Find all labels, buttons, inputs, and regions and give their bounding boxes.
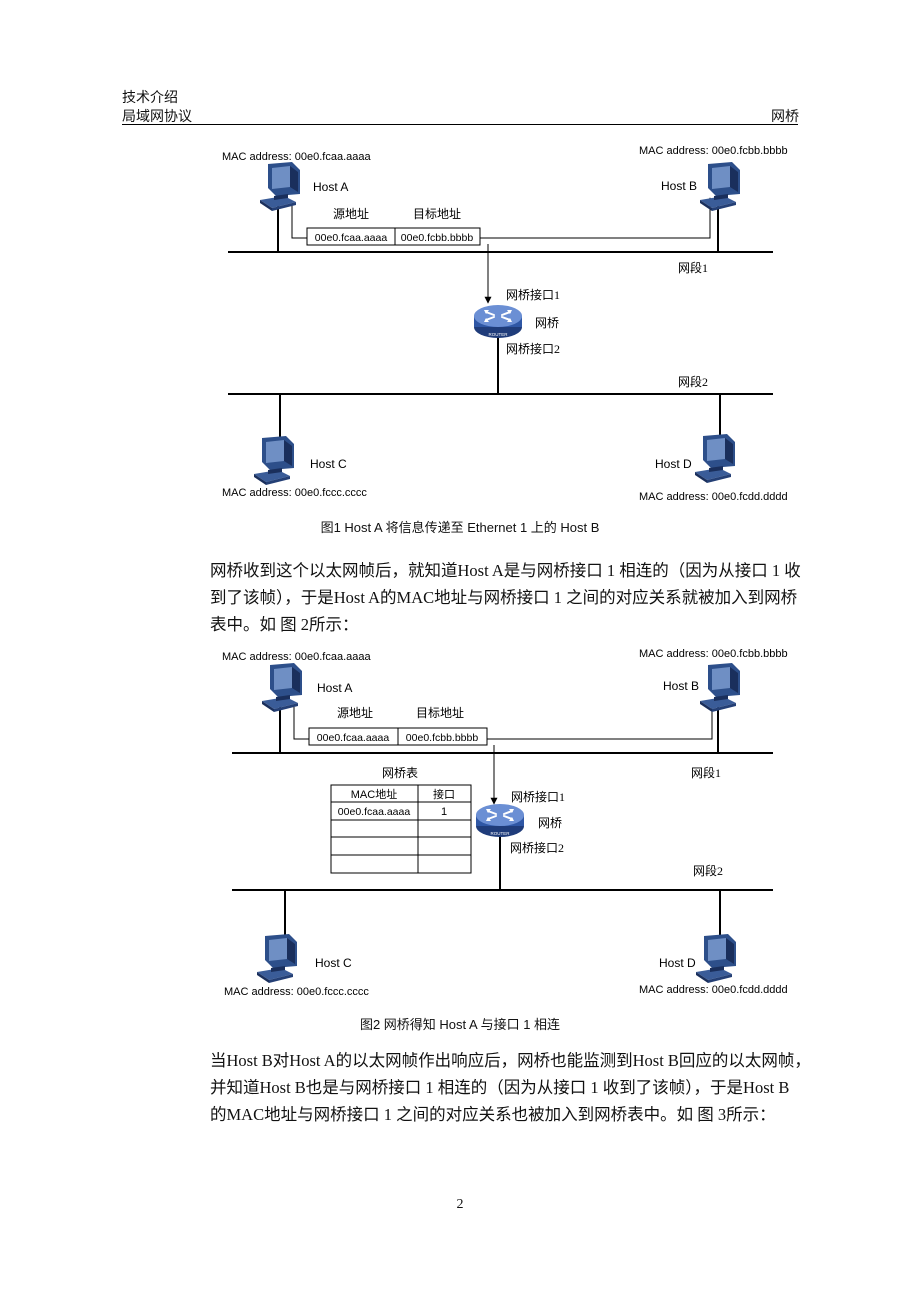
table-cell-mac: 00e0.fcaa.aaaa — [338, 806, 411, 818]
segment-1-label: 网段1 — [691, 765, 721, 780]
bridge-port-1-label: 网桥接口1 — [506, 287, 560, 302]
segment-2-label: 网段2 — [678, 374, 708, 389]
host-a-label: Host A — [313, 180, 348, 194]
host-b-mac: MAC address: 00e0.fcbb.bbbb — [639, 145, 788, 157]
host-c-mac: MAC address: 00e0.fccc.cccc — [224, 986, 369, 998]
host-d-mac: MAC address: 00e0.fcdd.dddd — [639, 491, 788, 503]
figure-1-caption: 图1 Host A 将信息传递至 Ethernet 1 上的 Host B — [320, 520, 600, 535]
host-b-mac: MAC address: 00e0.fcbb.bbbb — [639, 648, 788, 660]
paragraph-1: 网桥收到这个以太网帧后，就知道Host A是与网桥接口 1 相连的（因为从接口 … — [210, 557, 802, 638]
host-a-mac: MAC address: 00e0.fcaa.aaaa — [222, 651, 371, 663]
bridge-port-2-label: 网桥接口2 — [510, 840, 564, 855]
router-label: ROUTER — [491, 831, 511, 836]
host-d-computer-icon — [695, 434, 735, 483]
segment-1-label: 网段1 — [678, 260, 708, 275]
table-header-port: 接口 — [433, 788, 455, 801]
host-c-computer-icon — [254, 436, 294, 485]
host-b-computer-icon — [700, 663, 740, 712]
dst-label: 目标地址 — [413, 207, 461, 221]
paragraph-1-line: 到了该帧），于是Host A的MAC地址与网桥接口 1 之间的对应关系就被加入到… — [210, 588, 798, 607]
header-subtitle: 局域网协议 — [122, 110, 192, 125]
header-rule — [122, 124, 798, 125]
frame-dst-cell — [397, 727, 488, 746]
paragraph-2-line: 的MAC地址与网桥接口 1 之间的对应关系也被加入到网桥表中。如 图 3所示： — [210, 1105, 776, 1124]
paragraph-2-line: 并知道Host B也是与网桥接口 1 相连的（因为从接口 1 收到了该帧），于是… — [210, 1078, 790, 1097]
page-number: 2 — [456, 1197, 464, 1212]
host-a-computer-icon — [260, 162, 300, 211]
host-b-computer-icon — [700, 162, 740, 211]
header-section: 网桥 — [771, 110, 799, 125]
frame-dst-value: 00e0.fcbb.bbbb — [406, 732, 479, 744]
host-d-computer-icon — [696, 934, 736, 983]
bridge-table-title: 网桥表 — [382, 766, 418, 780]
host-a-computer-icon — [262, 663, 302, 712]
bridge-label: 网桥 — [535, 316, 559, 330]
bridge-table — [330, 784, 472, 874]
router-label: ROUTER — [489, 332, 509, 337]
host-c-mac: MAC address: 00e0.fccc.cccc — [222, 487, 367, 499]
paragraph-2-line: 当Host B对Host A的以太网帧作出响应后，网桥也能监测到Host B回应… — [210, 1051, 811, 1070]
host-c-label: Host C — [315, 956, 352, 970]
paragraph-2: 当Host B对Host A的以太网帧作出响应后，网桥也能监测到Host B回应… — [210, 1047, 811, 1128]
host-d-mac: MAC address: 00e0.fcdd.dddd — [639, 984, 788, 996]
host-b-label: Host B — [663, 679, 699, 693]
bridge-label: 网桥 — [538, 816, 562, 830]
table-header-mac: MAC地址 — [351, 787, 397, 801]
figure-2-caption: 图2 网桥得知 Host A 与接口 1 相连 — [359, 1017, 561, 1032]
frame-dst-cell — [394, 227, 481, 246]
src-label: 源地址 — [333, 207, 369, 221]
host-a-label: Host A — [317, 681, 352, 695]
dst-label: 目标地址 — [416, 706, 464, 720]
host-c-label: Host C — [310, 457, 347, 471]
bridge-port-1-label: 网桥接口1 — [511, 789, 565, 804]
figure-2-diagram: 00e0.fcaa.aaaa 00e0.fcbb.bbbb 源地址 目标地址 网… — [222, 648, 788, 998]
bridge-port-2-label: 网桥接口2 — [506, 341, 560, 356]
src-label: 源地址 — [337, 706, 373, 720]
frame-src-value: 00e0.fcaa.aaaa — [317, 732, 390, 744]
frame-dst-value: 00e0.fcbb.bbbb — [401, 232, 474, 244]
paragraph-1-line: 网桥收到这个以太网帧后，就知道Host A是与网桥接口 1 相连的（因为从接口 … — [210, 561, 801, 580]
host-a-mac: MAC address: 00e0.fcaa.aaaa — [222, 151, 371, 163]
host-d-label: Host D — [655, 457, 692, 471]
host-d-label: Host D — [659, 956, 696, 970]
host-c-computer-icon — [257, 934, 297, 983]
table-cell-port: 1 — [441, 806, 447, 818]
segment-2-label: 网段2 — [693, 863, 723, 878]
paragraph-1-line: 表中。如 图 2所示： — [210, 615, 359, 634]
header-title: 技术介绍 — [122, 91, 178, 106]
frame-src-value: 00e0.fcaa.aaaa — [315, 232, 388, 244]
host-b-label: Host B — [661, 179, 697, 193]
figure-1-diagram: 00e0.fcaa.aaaa 00e0.fcbb.bbbb 源地址 目标地址 R… — [222, 145, 788, 503]
